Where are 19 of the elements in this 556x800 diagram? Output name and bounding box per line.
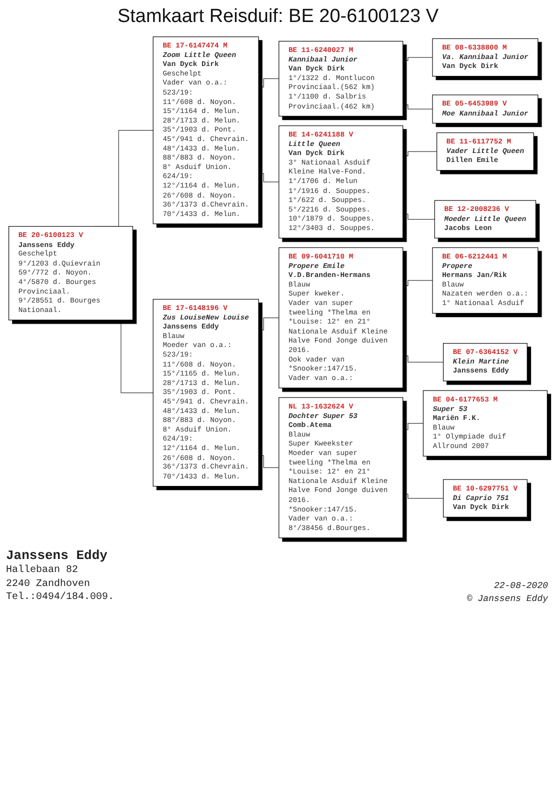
print-date: 22-08-2020: [492, 580, 548, 593]
street-address: Hallebaan 82: [6, 564, 80, 578]
postal-address: 2240 Zandhoven: [6, 578, 92, 592]
owner-name: Janssens Eddy: [6, 546, 108, 564]
connector: [258, 455, 280, 468]
connector: [402, 104, 433, 110]
connector: [258, 78, 280, 88]
connector: [258, 318, 280, 330]
phone-number: Tel.:0494/184.009.: [6, 591, 114, 605]
copyright-notice: © Janssens Eddy: [466, 592, 548, 605]
connector: [402, 280, 433, 286]
connector: [402, 151, 438, 156]
connector: [402, 214, 435, 220]
connector: [258, 173, 280, 182]
connector: [402, 423, 424, 430]
connector: [402, 356, 444, 362]
title: Stamkaart Reisduif: BE 20-6100123 V: [116, 5, 440, 29]
connector: [402, 57, 433, 61]
connector: [402, 494, 444, 499]
